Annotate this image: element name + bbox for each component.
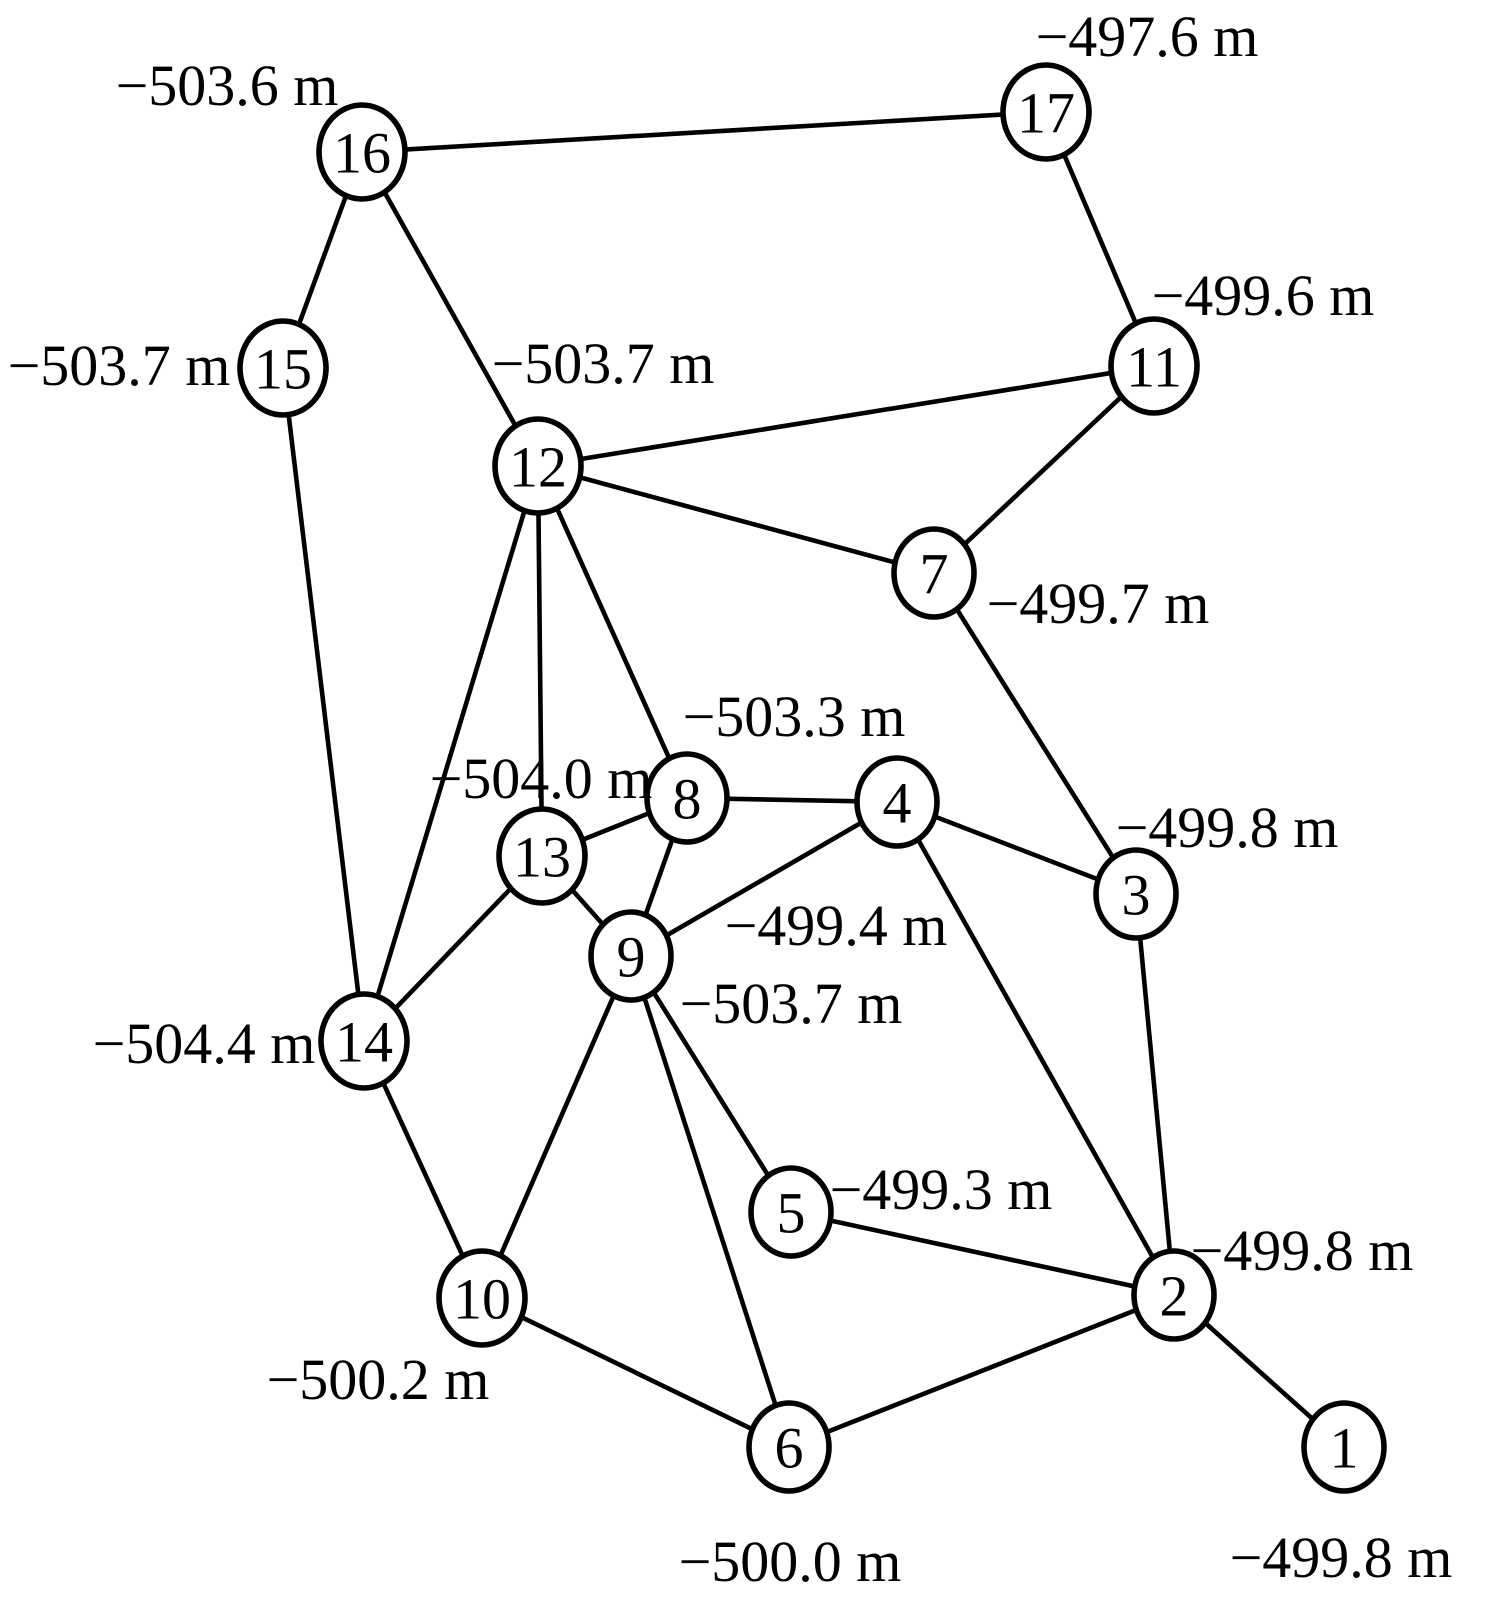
node-number-4: 4 (883, 770, 912, 835)
depth-label-9: −503.7 m (680, 971, 903, 1036)
node-13: 13 (496, 806, 588, 906)
edge-6-2 (786, 1292, 1177, 1450)
edge-10-6 (479, 1295, 792, 1450)
node-10: 10 (436, 1248, 528, 1348)
edge-15-14 (280, 365, 367, 1044)
node-circle-2 (1131, 1248, 1217, 1342)
node-circle-10 (436, 1248, 528, 1348)
depth-label-16: −503.6 m (116, 53, 339, 118)
depth-label-1: −499.8 m (1230, 1525, 1453, 1590)
node-number-2: 2 (1160, 1263, 1189, 1328)
node-circle-3 (1093, 847, 1179, 941)
labels-layer: −499.8 m −499.8 m −499.8 m −499.4 m −499.3 m… (8, 4, 1453, 1594)
node-number-17: 17 (1017, 80, 1075, 145)
node-11: 11 (1108, 316, 1200, 416)
edge-12-11 (535, 363, 1157, 469)
node-circle-17 (1000, 62, 1092, 162)
edge-12-13 (535, 463, 545, 859)
depth-label-8: −503.3 m (683, 684, 906, 749)
edge-7-3 (931, 570, 1139, 897)
depth-label-7: −499.7 m (987, 571, 1210, 636)
depth-label-11: −499.6 m (1152, 263, 1375, 328)
node-circle-7 (891, 526, 977, 620)
node-circle-8 (644, 751, 730, 845)
node-number-7: 7 (920, 541, 949, 606)
depth-label-15: −503.7 m (8, 333, 231, 398)
edge-3-2 (1133, 891, 1177, 1298)
depth-label-13: −504.0 m (430, 746, 653, 811)
edge-5-2 (788, 1209, 1177, 1298)
edge-16-17 (359, 109, 1049, 155)
node-circle-11 (1108, 316, 1200, 416)
node-number-16: 16 (333, 120, 391, 185)
edge-9-10 (479, 953, 634, 1301)
depth-label-14: −504.4 m (93, 1011, 316, 1076)
node-3: 3 (1093, 847, 1179, 941)
node-number-11: 11 (1126, 334, 1182, 399)
node-7: 7 (891, 526, 977, 620)
edge-9-5 (628, 953, 794, 1215)
node-number-5: 5 (777, 1180, 806, 1245)
node-8: 8 (644, 751, 730, 845)
depth-label-6: −500.0 m (679, 1529, 902, 1594)
node-2: 2 (1131, 1248, 1217, 1342)
node-number-8: 8 (673, 766, 702, 831)
node-number-10: 10 (453, 1266, 511, 1331)
edge-9-4 (628, 799, 900, 959)
node-number-6: 6 (775, 1415, 804, 1480)
node-number-13: 13 (513, 824, 571, 889)
edge-4-2 (894, 799, 1177, 1298)
node-5: 5 (748, 1165, 834, 1259)
node-12: 12 (492, 416, 584, 516)
node-16: 16 (316, 102, 408, 202)
depth-label-12: −503.7 m (492, 331, 715, 396)
node-1: 1 (1301, 1400, 1387, 1494)
edge-11-7 (931, 363, 1157, 576)
depth-label-2: −499.8 m (1191, 1218, 1414, 1283)
node-number-3: 3 (1122, 862, 1151, 927)
node-number-12: 12 (509, 434, 567, 499)
node-circle-15 (237, 318, 329, 418)
edge-12-7 (535, 463, 937, 576)
depth-label-10: −500.2 m (267, 1347, 490, 1412)
node-circle-12 (492, 416, 584, 516)
node-4: 4 (854, 755, 940, 849)
node-15: 15 (237, 318, 329, 418)
node-circle-1 (1301, 1400, 1387, 1494)
node-14: 14 (318, 991, 410, 1091)
edge-12-8 (535, 463, 690, 801)
node-circle-6 (746, 1400, 832, 1494)
node-circle-14 (318, 991, 410, 1091)
node-number-14: 14 (335, 1009, 393, 1074)
edge-12-14 (361, 463, 541, 1044)
depth-label-4: −499.4 m (725, 893, 948, 958)
depth-label-5: −499.3 m (830, 1157, 1053, 1222)
node-6: 6 (746, 1400, 832, 1494)
node-number-9: 9 (617, 924, 646, 989)
node-number-15: 15 (254, 336, 312, 401)
node-circle-13 (496, 806, 588, 906)
node-circle-5 (748, 1165, 834, 1259)
node-circle-16 (316, 102, 408, 202)
depth-label-3: −499.8 m (1116, 795, 1339, 860)
edge-9-6 (628, 953, 792, 1450)
edge-16-12 (359, 149, 541, 469)
node-number-1: 1 (1330, 1415, 1359, 1480)
node-17: 17 (1000, 62, 1092, 162)
node-circle-4 (854, 755, 940, 849)
depth-label-17: −497.6 m (1036, 4, 1259, 69)
node-9: 9 (588, 909, 674, 1003)
node-circle-9 (588, 909, 674, 1003)
